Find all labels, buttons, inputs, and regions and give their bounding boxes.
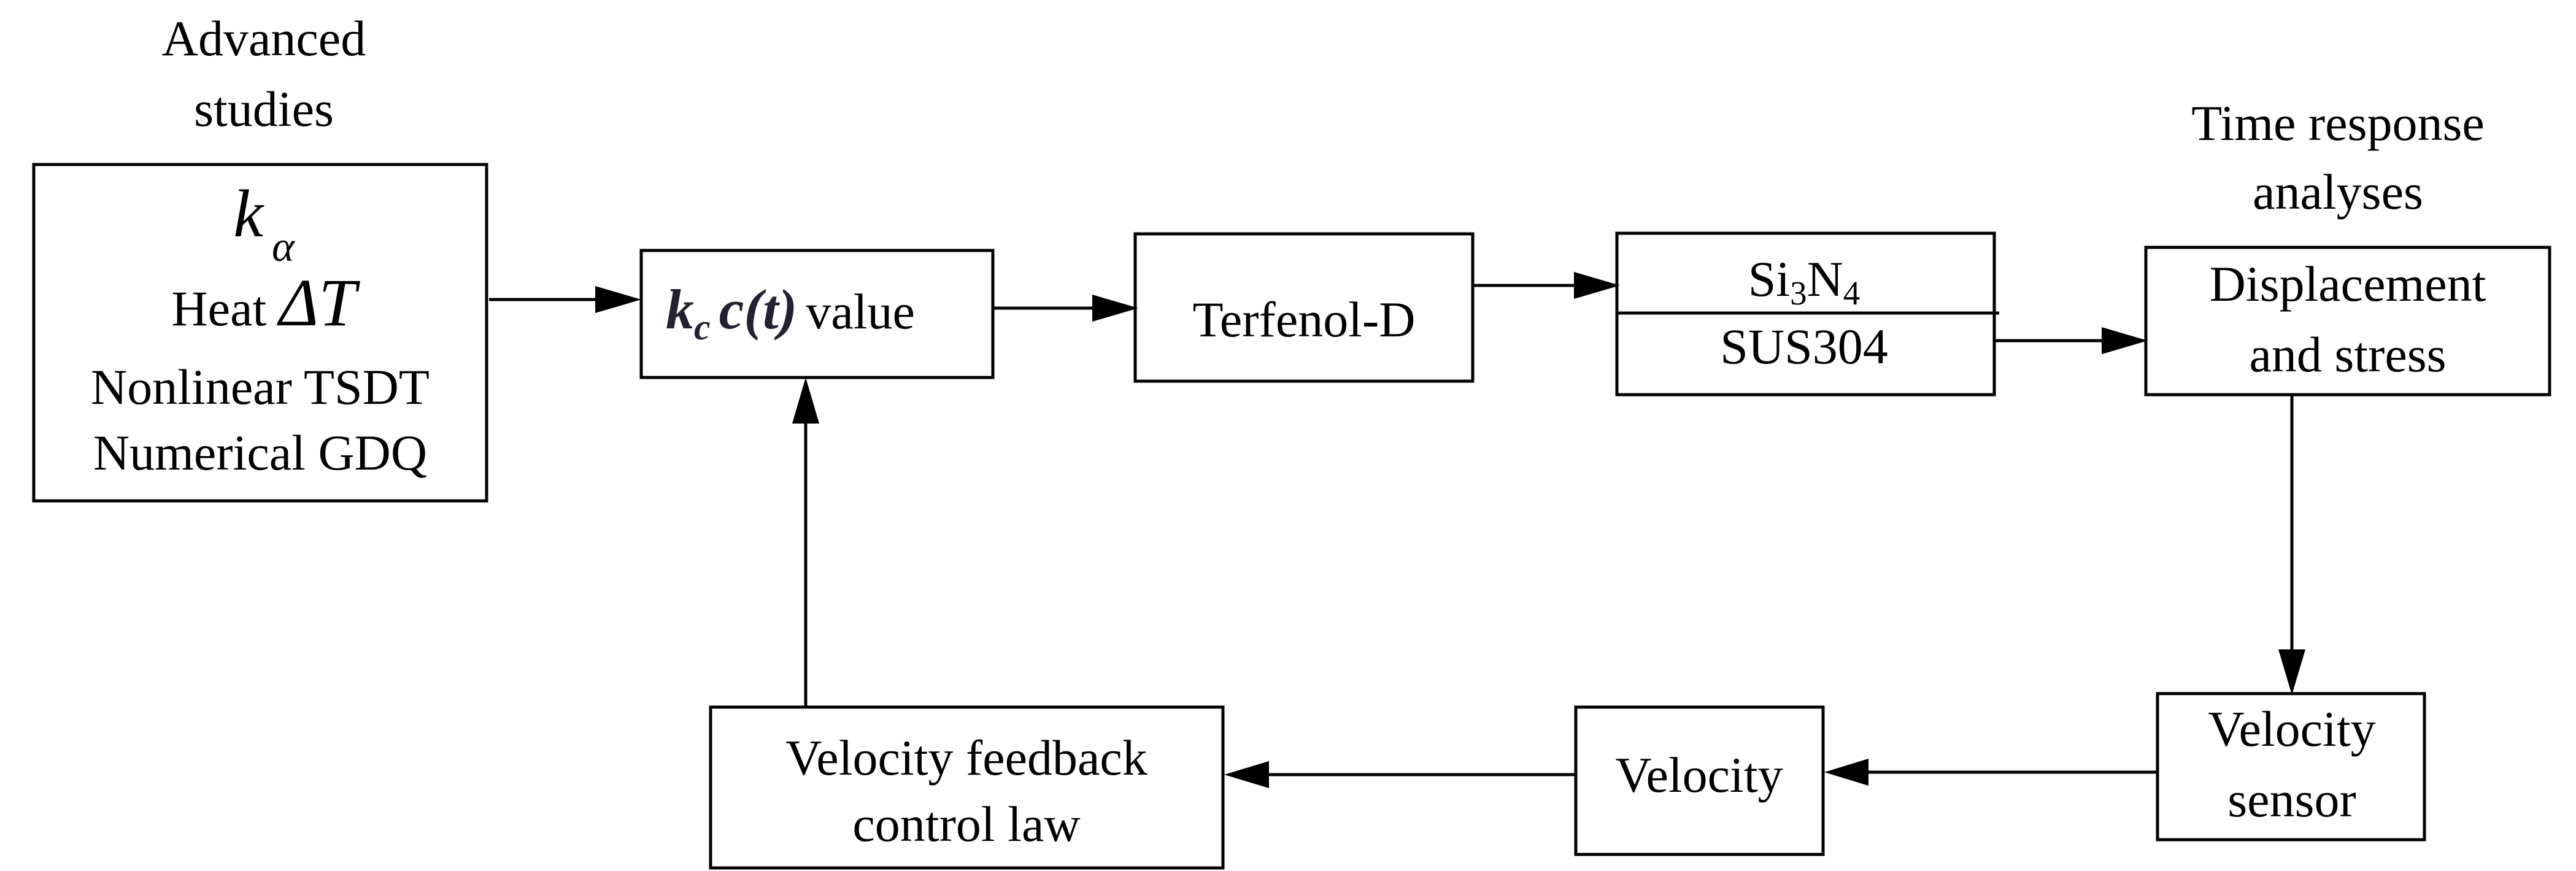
feedback-label-line1: Velocity feedback: [785, 730, 1147, 786]
feedback-control-law-box: Velocity feedback control law: [709, 705, 1225, 870]
material-layers-box: Si3N4 SUS304: [1615, 231, 1999, 397]
terfenol-d-box: Terfenol-D: [1133, 232, 1475, 383]
arrow-params-to-control: [489, 286, 641, 313]
arrow-material-to-displacement: [1994, 327, 2148, 354]
displacement-stress-box: Displacement and stress: [2144, 246, 2551, 397]
terfenol-d-label: Terfenol-D: [1192, 292, 1415, 347]
advanced-studies-label-line2: studies: [194, 81, 334, 137]
arrow-sensor-to-velocity: [1824, 759, 2158, 786]
velocity-label: Velocity: [1615, 747, 1783, 803]
arrow-control-to-terfenol: [993, 295, 1138, 322]
arrow-velocity-to-feedback: [1224, 761, 1576, 788]
velocity-sensor-box: Velocity sensor: [2156, 692, 2426, 842]
sus304-label: SUS304: [1720, 319, 1888, 374]
arrow-feedback-to-control: [792, 377, 819, 707]
velocity-sensor-label-line2: sensor: [2227, 772, 2356, 827]
and-stress-label: and stress: [2249, 327, 2446, 382]
numerical-gdq-label: Numerical GDQ: [93, 425, 427, 481]
nonlinear-tsdt-label: Nonlinear TSDT: [91, 359, 430, 415]
displacement-label: Displacement: [2210, 256, 2486, 312]
heat-delta-t-label: Heat ΔT: [171, 265, 360, 340]
arrow-terfenol-to-material: [1473, 272, 1620, 299]
si3n4-label: Si3N4: [1748, 251, 1861, 312]
feedback-label-line2: control law: [852, 796, 1080, 852]
advanced-studies-label-line1: Advanced: [162, 10, 366, 66]
time-response-label-line2: analyses: [2253, 164, 2423, 220]
velocity-box: Velocity: [1574, 705, 1825, 856]
time-response-label-line1: Time response: [2191, 95, 2485, 151]
velocity-sensor-label-line1: Velocity: [2208, 701, 2375, 757]
arrow-displacement-to-sensor: [2278, 395, 2305, 695]
